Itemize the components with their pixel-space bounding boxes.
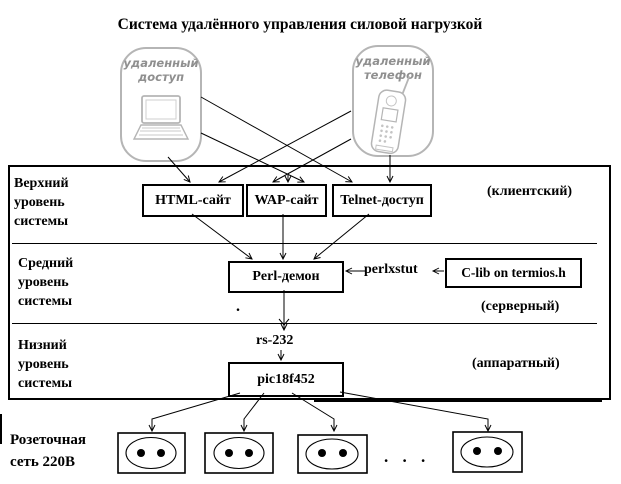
level-type-server: (серверный) [481, 299, 560, 314]
power-outlet [452, 431, 523, 473]
power-outlet-row [117, 431, 523, 474]
level-label-low: Низний уровень системы [18, 338, 73, 391]
node-html-site: HTML-сайт [142, 184, 244, 217]
power-outlet [297, 434, 368, 474]
node-perl-daemon: Perl-демон [228, 261, 344, 293]
level-type-hardware: (аппаратный) [472, 356, 560, 371]
power-outlet [204, 432, 274, 474]
level-type-client: (клиентский) [487, 184, 573, 199]
outlet-ellipsis: . . . [384, 447, 431, 466]
node-pic18f452: pic18f452 [228, 362, 344, 397]
level-divider-bottom [12, 323, 597, 324]
left-edge-fragment [0, 414, 2, 444]
node-telnet-access: Telnet-доступ [332, 184, 432, 217]
remote-phone-device: удаленный телефон [352, 45, 434, 157]
remote-phone-label: удаленный телефон [355, 54, 431, 82]
power-network-label: Розеточная сеть 220В [10, 432, 86, 470]
diagram-title: Система удалённого управления силовой на… [117, 16, 483, 33]
level-divider-top [12, 243, 597, 244]
label-perlxstut: perlxstut [364, 262, 418, 277]
thick-bottom-line [314, 398, 602, 402]
node-wap-site: WAP-сайт [246, 184, 327, 217]
node-c-lib: C-lib on termios.h [445, 258, 582, 288]
label-rs232: rs-232 [256, 333, 294, 348]
level-label-middle: Средний уровень системы [18, 256, 74, 309]
remote-access-device: удаленный доступ [120, 47, 202, 162]
level-label-top: Верхний уровень системы [14, 176, 69, 229]
power-outlet [117, 432, 186, 474]
remote-access-label: удаленный доступ [123, 56, 199, 84]
stray-dot-artifact: . [236, 298, 240, 315]
